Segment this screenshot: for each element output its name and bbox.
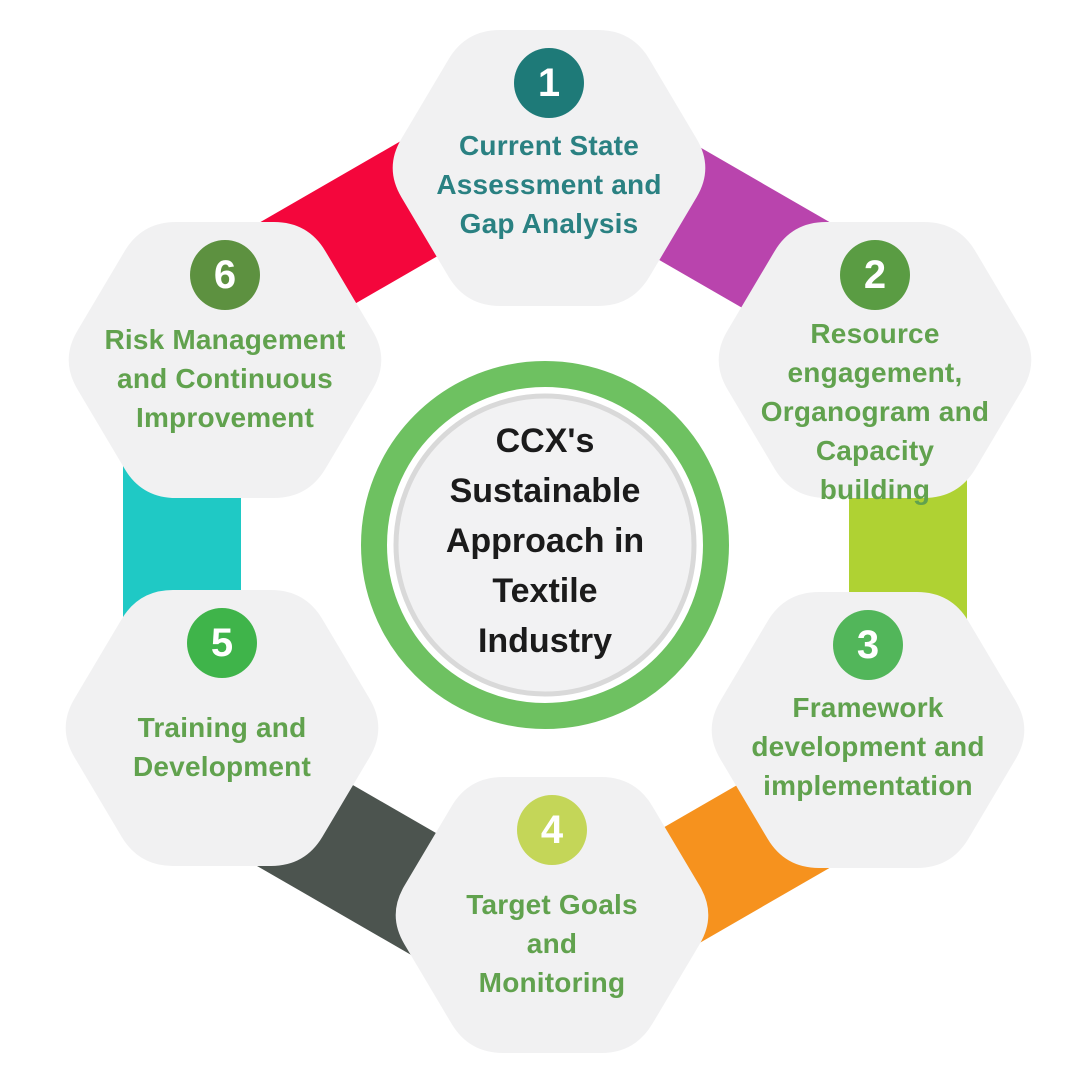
step-6-number-badge: 6 [190,240,260,310]
step-3-label: Framework development and implementation [751,692,985,801]
hexagon-step-1 [392,30,706,306]
step-6: 6 Risk Management and Continuous Improve… [60,222,390,498]
hexagon-step-4 [395,777,709,1053]
hexagon-step-6 [68,222,382,498]
step-6-label: Risk Management and Continuous Improveme… [104,324,346,433]
step-3-number-badge: 3 [833,610,903,680]
center-title: CCX's Sustainable Approach in Textile In… [445,422,645,660]
hexagon-step-5 [65,590,379,866]
step-5-label: Training and Development [132,712,312,782]
step-2-number-badge: 2 [840,240,910,310]
step-4: 4 Target Goals and Monitoring [387,777,717,1053]
step-3: 3 Framework development and implementati… [703,592,1033,868]
step-4-number-badge: 4 [517,795,587,865]
step-4-label: Target Goals and Monitoring [466,889,638,998]
hexagon-step-2 [718,222,1032,498]
center-circle [393,393,697,697]
center-ring [361,361,729,729]
step-1: 1 Current State Assessment and Gap Analy… [384,30,714,306]
step-5-number-badge: 5 [187,608,257,678]
step-2-label: Resource engagement, Organogram and Capa… [760,318,990,505]
step-1-number-badge: 1 [514,48,584,118]
step-5: 5 Training and Development [57,590,387,866]
hexagon-step-3 [711,592,1025,868]
step-1-label: Current State Assessment and Gap Analysi… [436,130,662,239]
step-2: 2 Resource engagement, Organogram and Ca… [710,222,1040,505]
